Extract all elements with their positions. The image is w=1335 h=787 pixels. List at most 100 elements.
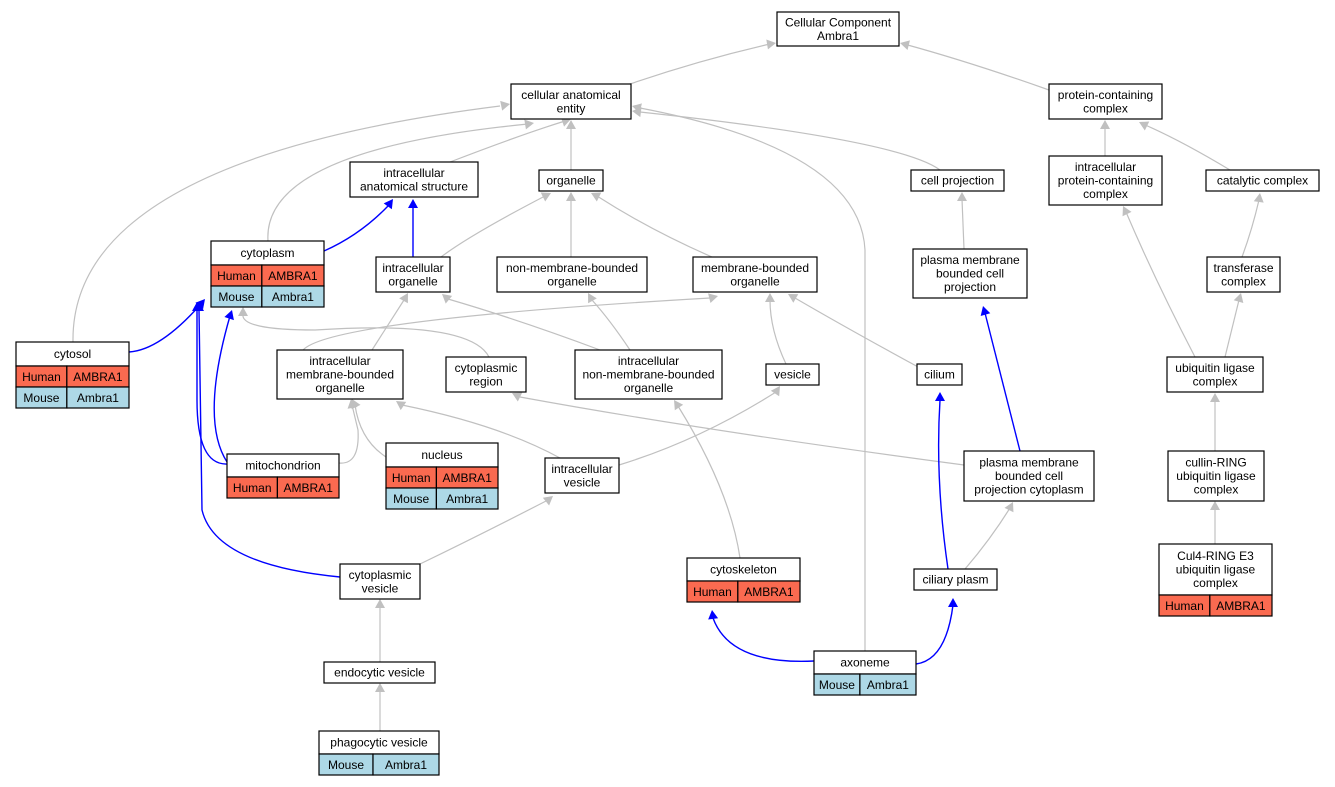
node-cellproj[interactable]: cell projection [910, 169, 1005, 192]
node-catalytic[interactable]: catalytic complex [1205, 169, 1320, 192]
node-pcc-box [1048, 83, 1163, 120]
node-mbo-label: membrane-bounded [701, 261, 809, 275]
node-ias-box [349, 161, 479, 198]
edge-31-arrow [1004, 502, 1014, 513]
edge-10 [440, 195, 546, 258]
node-catalytic-box [1205, 169, 1320, 192]
edge-10-arrow [540, 192, 551, 202]
node-pmbcpc-label: projection cytoplasm [974, 483, 1083, 497]
edge-41 [213, 315, 231, 463]
edge-21-arrow [588, 293, 597, 304]
node-organelle[interactable]: organelle [538, 169, 604, 192]
gene-cell [261, 285, 325, 308]
gene-label: AMBRA1 [284, 481, 334, 495]
node-root-box [776, 11, 900, 47]
node-cullin-box [1167, 450, 1265, 502]
node-ivesicle-label: vesicle [564, 475, 601, 489]
node-ipcc-label: protein-containing [1058, 174, 1153, 188]
edge-35-arrow [375, 683, 385, 692]
node-vesicle-box [765, 363, 820, 386]
edge-0-arrow [766, 39, 776, 50]
node-cilium-box [916, 363, 963, 386]
node-pcc-label: protein-containing [1058, 88, 1153, 102]
gene-label: Ambra1 [385, 758, 427, 772]
edge-13 [961, 198, 965, 250]
node-endocytic[interactable]: endocytic vesicle [323, 661, 436, 684]
node-imbo-label: membrane-bounded [286, 368, 394, 382]
edge-12 [596, 195, 713, 258]
edge-14-arrow [1253, 193, 1264, 203]
species-label: Human [693, 585, 732, 599]
edge-15-arrow [1122, 206, 1132, 217]
node-root-label: Cellular Component [785, 15, 892, 29]
node-ciliary[interactable]: ciliary plasm [913, 568, 998, 591]
edge-20 [447, 298, 601, 351]
edge-8-arrow [1100, 120, 1110, 129]
edge-43-arrow [935, 392, 945, 401]
node-ipcc-label: intracellular [1075, 160, 1136, 174]
node-mito-label: mitochondrion [245, 459, 320, 473]
node-transferase-box [1206, 256, 1281, 293]
node-transferase-label: complex [1221, 274, 1266, 288]
edge-6 [267, 123, 529, 242]
gene-label: AMBRA1 [443, 471, 493, 485]
edge-28-arrow [512, 392, 523, 402]
edge-29 [419, 499, 549, 565]
gene-label: AMBRA1 [744, 585, 794, 599]
node-cae-label: cellular anatomical [521, 88, 620, 102]
node-organelle-label: organelle [546, 174, 596, 188]
species-label: Mouse [23, 391, 59, 405]
edge-30 [677, 405, 741, 559]
edge-40 [198, 309, 341, 578]
gene-cell [859, 673, 917, 696]
edges-layer [72, 39, 1264, 731]
node-axoneme-label: axoneme [840, 656, 890, 670]
edge-27 [618, 391, 777, 466]
node-cilium[interactable]: cilium [916, 363, 963, 386]
edge-5-arrow [632, 103, 642, 114]
node-pmbcpc-label: plasma membrane [979, 456, 1079, 470]
species-label: Mouse [328, 758, 364, 772]
gene-label: Ambra1 [446, 492, 488, 506]
node-intorg-label: organelle [388, 274, 438, 288]
gene-cell [435, 487, 499, 510]
node-inmbo[interactable]: intracellularnon-membrane-boundedorganel… [574, 349, 723, 400]
edge-36-arrow [383, 199, 393, 210]
edge-26-arrow [396, 401, 407, 411]
node-cul4-label: ubiquitin ligase [1176, 563, 1256, 577]
gene-label: AMBRA1 [73, 370, 123, 384]
edge-19 [242, 313, 490, 358]
gene-cell [66, 386, 130, 409]
node-cytosol-box [15, 341, 130, 367]
node-ubiq-box [1166, 356, 1264, 393]
node-vesicle[interactable]: vesicle [765, 363, 820, 386]
species-label: Human [233, 481, 272, 495]
species-label: Human [1165, 599, 1204, 613]
edge-44-arrow [708, 610, 719, 620]
